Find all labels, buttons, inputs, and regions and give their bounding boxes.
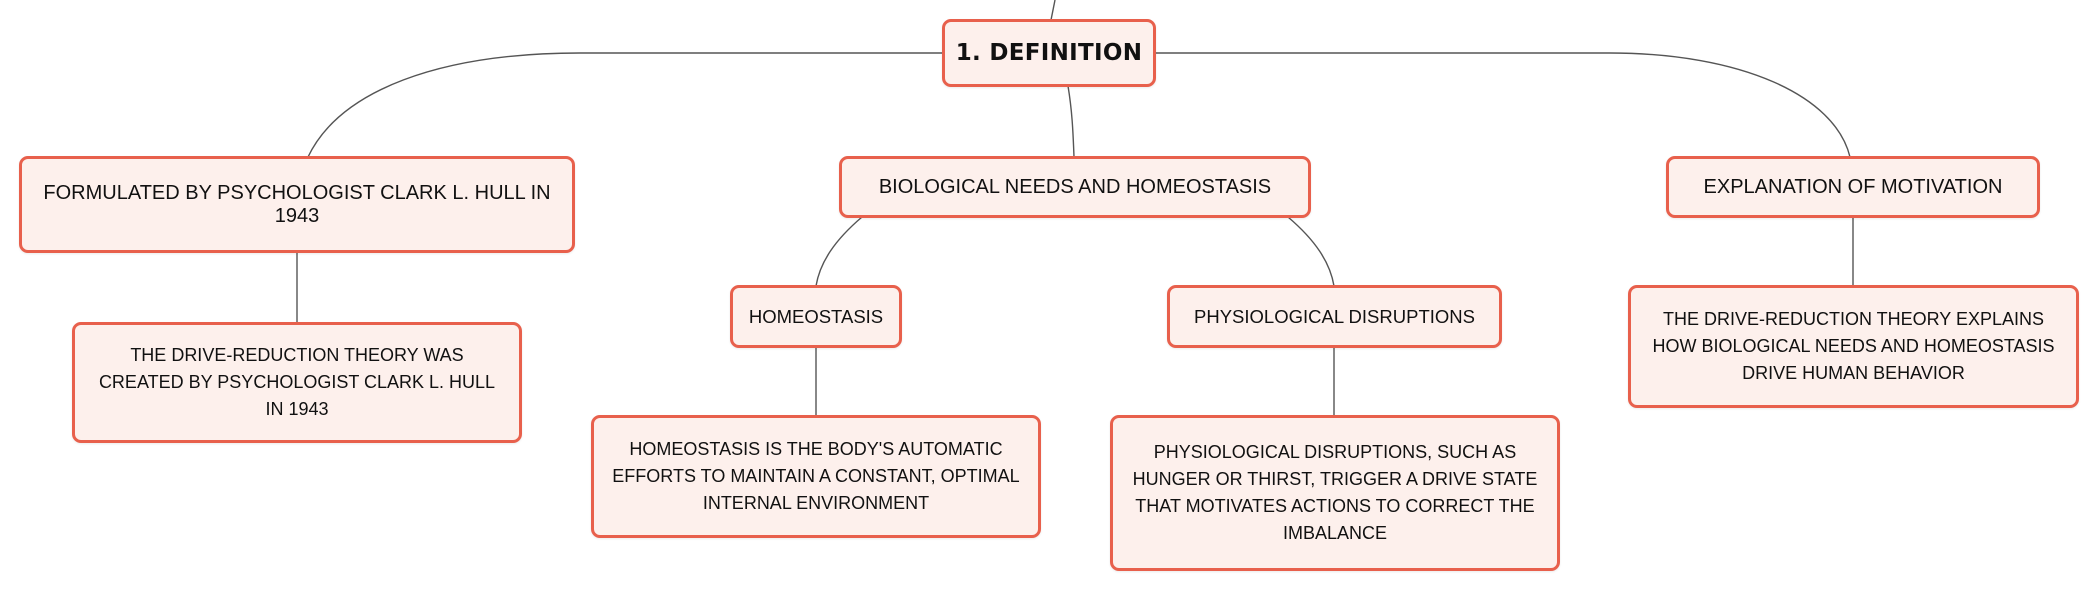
connector-biological-homeostasis bbox=[815, 216, 863, 287]
subtopic-node-explanation-detail[interactable]: THE DRIVE-REDUCTION THEORY EXPLAINS HOW … bbox=[1628, 285, 2079, 408]
connector-root-parent bbox=[1050, 0, 1056, 21]
subtopic-label: THE DRIVE-REDUCTION THEORY WAS CREATED B… bbox=[98, 345, 496, 419]
connector-biological-physiological bbox=[1287, 216, 1335, 287]
topic-label: FORMULATED BY PSYCHOLOGIST CLARK L. HULL… bbox=[43, 181, 551, 227]
subtopic-label: PHYSIOLOGICAL DISRUPTIONS bbox=[1194, 305, 1475, 327]
subtopic-label: HOMEOSTASIS bbox=[748, 305, 884, 327]
topic-node-biological[interactable]: BIOLOGICAL NEEDS AND HOMEOSTASIS bbox=[839, 156, 1311, 218]
subtopic-node-physiological-detail[interactable]: PHYSIOLOGICAL DISRUPTIONS, SUCH AS HUNGE… bbox=[1110, 415, 1560, 571]
root-topic-node[interactable]: 1. DEFINITION bbox=[942, 19, 1156, 87]
connector-root-explanation bbox=[1155, 52, 1851, 158]
subtopic-label: THE DRIVE-REDUCTION THEORY EXPLAINS HOW … bbox=[1652, 309, 2055, 383]
connector-root-biological bbox=[1067, 85, 1075, 158]
topic-node-formulated[interactable]: FORMULATED BY PSYCHOLOGIST CLARK L. HULL… bbox=[19, 156, 575, 253]
subtopic-label: PHYSIOLOGICAL DISRUPTIONS, SUCH AS HUNGE… bbox=[1132, 442, 1538, 543]
subtopic-node-homeostasis[interactable]: HOMEOSTASIS bbox=[730, 285, 902, 348]
topic-label: BIOLOGICAL NEEDS AND HOMEOSTASIS bbox=[878, 175, 1272, 198]
subtopic-node-formulated-detail[interactable]: THE DRIVE-REDUCTION THEORY WAS CREATED B… bbox=[72, 322, 522, 443]
topic-label: EXPLANATION OF MOTIVATION bbox=[1703, 175, 2003, 198]
subtopic-node-homeostasis-detail[interactable]: HOMEOSTASIS IS THE BODY'S AUTOMATIC EFFO… bbox=[591, 415, 1041, 538]
subtopic-node-physiological[interactable]: PHYSIOLOGICAL DISRUPTIONS bbox=[1167, 285, 1502, 348]
connector-root-formulated bbox=[307, 52, 943, 158]
subtopic-label: HOMEOSTASIS IS THE BODY'S AUTOMATIC EFFO… bbox=[612, 439, 1020, 513]
root-topic-label: 1. DEFINITION bbox=[955, 40, 1143, 66]
topic-node-explanation[interactable]: EXPLANATION OF MOTIVATION bbox=[1666, 156, 2040, 218]
